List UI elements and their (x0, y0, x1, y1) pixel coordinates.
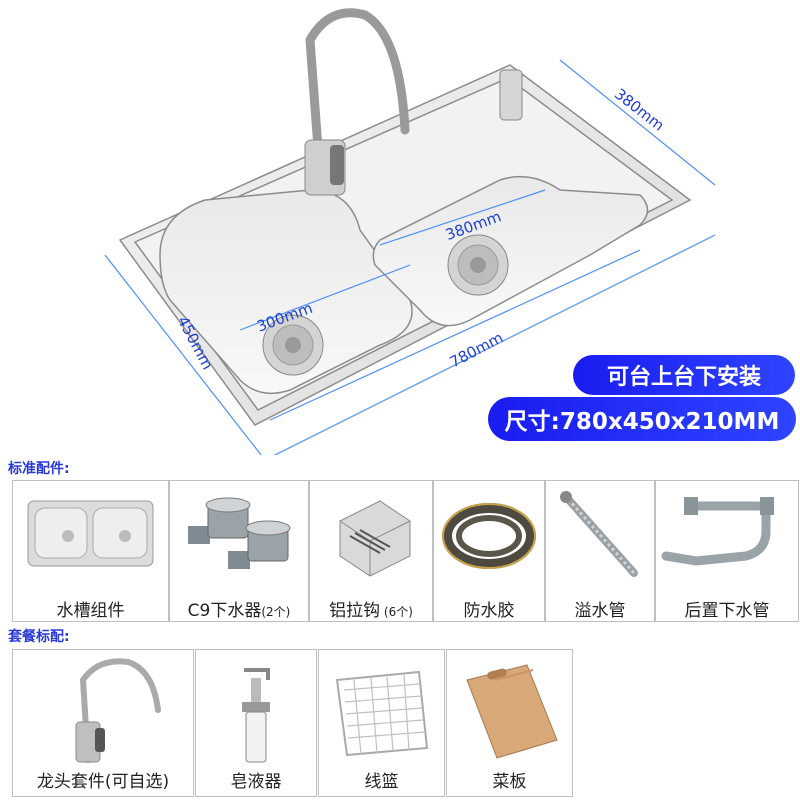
item-overflow-pipe-label: 溢水管 (574, 601, 626, 621)
faucet-base (304, 69, 523, 196)
item-tape: 防水胶 (433, 480, 545, 622)
clip-icon (339, 500, 411, 577)
overflow-pipe-icon (560, 491, 638, 577)
drain-pipe-icon (661, 497, 774, 566)
dim-back-width: 380mm (611, 85, 668, 135)
item-drain-pipe: 后置下水管 (655, 480, 799, 622)
item-sink-label: 水槽组件 (56, 601, 125, 621)
wire-basket-icon (335, 670, 429, 757)
drain-right (447, 234, 509, 296)
item-basket: 线篮 (318, 649, 445, 797)
item-board: 菜板 (446, 649, 573, 797)
item-drain: C9下水器(2个) (169, 480, 309, 622)
sink-outline (118, 64, 692, 426)
item-tape-label: 防水胶 (463, 601, 515, 621)
item-faucet-label: 龙头套件(可自选) (36, 772, 170, 792)
sink-drawing: 380mm 380mm 300mm 780mm 450mm (104, 8, 716, 461)
sink-icon (27, 500, 154, 567)
faucet-icon (75, 658, 161, 763)
install-badge: 可台上台下安装 (573, 355, 795, 395)
tape-icon (442, 503, 536, 569)
item-sink: 水槽组件 (12, 480, 169, 622)
item-faucet: 龙头套件(可自选) (12, 649, 194, 797)
standard-section-title: 标准配件: (8, 461, 70, 477)
item-overflow-pipe: 溢水管 (545, 480, 655, 622)
soap-dispenser-icon (242, 668, 270, 763)
item-board-label: 菜板 (492, 772, 527, 792)
cutting-board-icon (466, 664, 558, 759)
item-soap: 皂液器 (195, 649, 317, 797)
drain-icon (188, 497, 291, 569)
package-section-title: 套餐标配: (8, 629, 70, 645)
faucet (305, 8, 410, 180)
product-hero: 380mm 380mm 300mm 780mm 450mm 可台上台下安装 尺寸… (104, 8, 796, 461)
item-drain-pipe-label: 后置下水管 (684, 601, 770, 621)
item-drain-label: C9下水器(2个) (187, 601, 291, 621)
item-basket-label: 线篮 (364, 772, 399, 792)
item-clip-label: 铝拉钩 (6个) (329, 601, 413, 621)
drain-left (262, 314, 324, 376)
item-clip: 铝拉钩 (6个) (309, 480, 433, 622)
item-soap-label: 皂液器 (230, 772, 282, 792)
size-badge: 尺寸:780x450x210MM (488, 397, 796, 441)
